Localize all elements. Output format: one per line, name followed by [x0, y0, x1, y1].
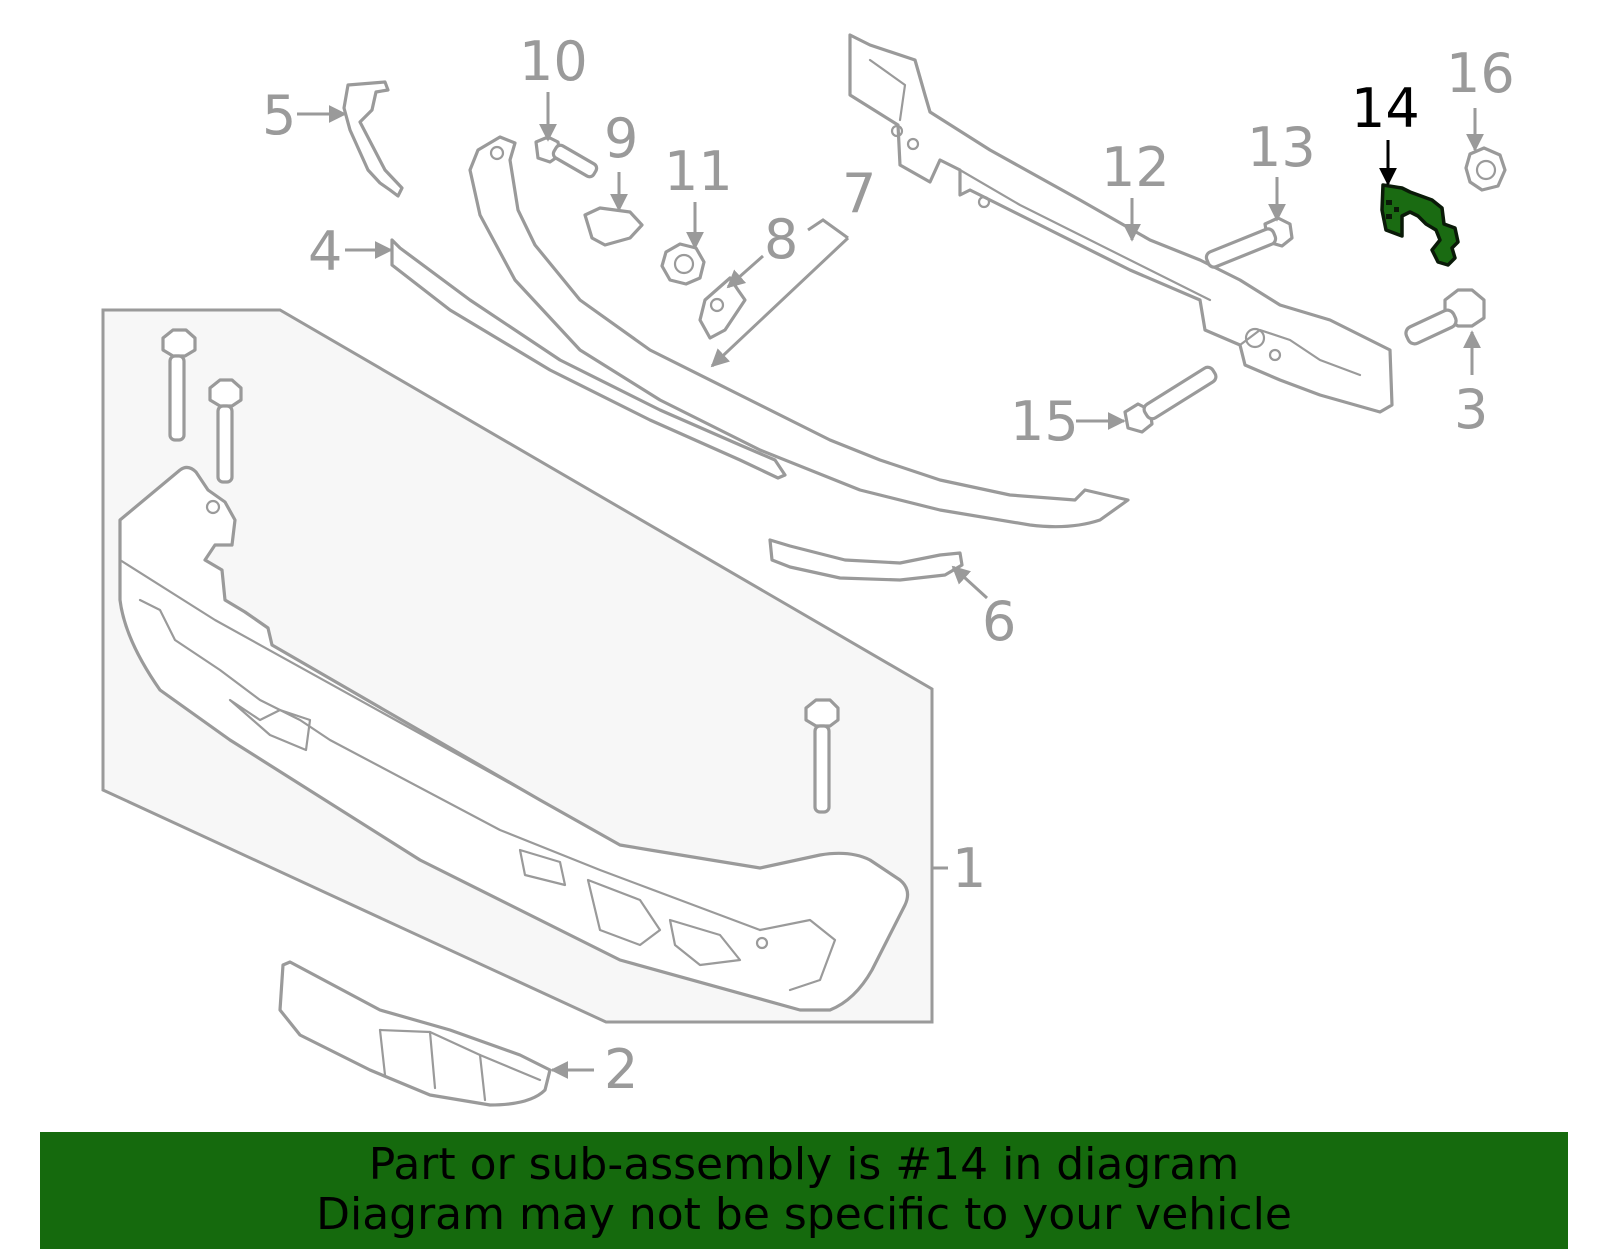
callout-1[interactable]: 1	[952, 837, 986, 900]
bolt-b	[208, 378, 243, 484]
leader-lines	[297, 92, 1484, 1079]
callout-10[interactable]: 10	[519, 30, 588, 93]
callout-16[interactable]: 16	[1446, 42, 1515, 105]
part-9-retainer[interactable]	[583, 206, 644, 247]
callout-4[interactable]: 4	[308, 220, 342, 283]
callout-11[interactable]: 11	[664, 140, 733, 203]
part-15-bolt[interactable]	[1123, 365, 1218, 434]
bolt-a	[161, 328, 197, 442]
part-7-absorber[interactable]	[468, 135, 1130, 529]
banner-line-1: Part or sub-assembly is #14 in diagram	[368, 1139, 1240, 1190]
bolt-c	[804, 698, 840, 814]
callout-14[interactable]: 14	[1351, 77, 1420, 140]
part-10-screw[interactable]	[534, 135, 599, 179]
part-12-beam[interactable]	[848, 33, 1394, 414]
part-2-valance[interactable]	[278, 960, 552, 1107]
banner-line-2: Diagram may not be specific to your vehi…	[316, 1189, 1292, 1240]
part-14-bracket[interactable]	[1380, 183, 1460, 267]
part-11-nut[interactable]	[660, 242, 706, 286]
part-1-bumper[interactable]	[118, 328, 910, 1012]
callout-13[interactable]: 13	[1247, 116, 1316, 179]
part-16-nut[interactable]	[1464, 146, 1507, 192]
callout-9[interactable]: 9	[604, 107, 638, 170]
part-5-bracket[interactable]	[342, 80, 404, 198]
part-4-strip[interactable]	[390, 238, 787, 480]
callout-3[interactable]: 3	[1454, 378, 1488, 441]
callout-8[interactable]: 8	[764, 208, 798, 271]
callout-6[interactable]: 6	[982, 590, 1016, 653]
callout-12[interactable]: 12	[1101, 136, 1170, 199]
callout-7[interactable]: 7	[842, 162, 876, 225]
part-8-clip[interactable]	[698, 276, 747, 340]
part-13-bolt[interactable]	[1204, 216, 1294, 269]
callout-2[interactable]: 2	[604, 1038, 638, 1101]
part-3-bolt[interactable]	[1404, 288, 1486, 346]
callout-15[interactable]: 15	[1010, 390, 1079, 453]
callout-5[interactable]: 5	[262, 84, 296, 147]
bumper-assembly-panel	[101, 308, 934, 1024]
info-banner: Part or sub-assembly is #14 in diagram D…	[40, 1132, 1568, 1249]
part-6-bracket[interactable]	[768, 538, 964, 582]
callout-numbers: 1 2 3 4 5 6 7 8 9 10 11 12 13 14 15 16	[262, 30, 1515, 1101]
